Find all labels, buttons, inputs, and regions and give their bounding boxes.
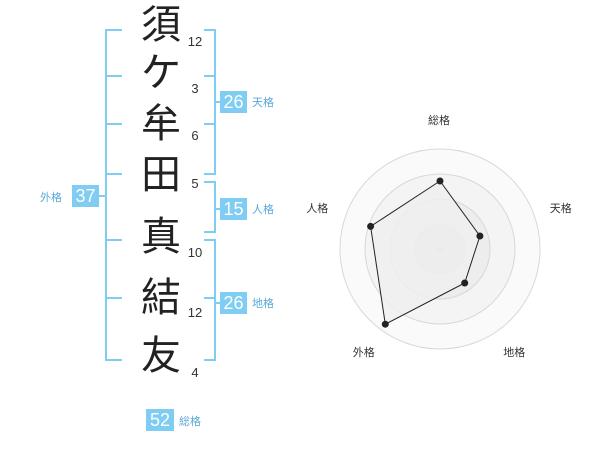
- soukaku-label: 総格: [179, 415, 201, 428]
- chikaku-bracket: [204, 239, 216, 361]
- radar-point: [367, 222, 375, 230]
- stroke-count: 3: [191, 81, 199, 96]
- tenkaku-value: 26: [220, 91, 247, 113]
- name-char: 田: [141, 152, 181, 198]
- soukaku-value: 52: [146, 409, 174, 431]
- stroke-count: 6: [191, 128, 199, 143]
- stroke-count: 12: [187, 34, 203, 49]
- jinkaku-value: 15: [220, 198, 247, 220]
- radar-axis-label: 外格: [352, 345, 375, 359]
- jinkaku-label: 人格: [252, 203, 274, 216]
- stroke-count: 5: [191, 176, 199, 191]
- chikaku-label: 地格: [252, 297, 274, 310]
- name-char: 真: [141, 214, 181, 260]
- jinkaku-bracket: [204, 181, 216, 233]
- stroke-count: 10: [187, 245, 203, 260]
- name-char: 須: [141, 2, 181, 48]
- stroke-count: 4: [191, 365, 199, 380]
- gaikaku-value: 37: [72, 185, 99, 207]
- radar-point: [476, 232, 484, 240]
- gaikaku-label: 外格: [40, 191, 62, 204]
- name-char: 友: [141, 333, 181, 379]
- radar-point: [436, 177, 444, 185]
- radar-axis-label: 天格: [549, 202, 572, 216]
- radar-axis-label: 人格: [306, 202, 329, 216]
- radar-polygon: [370, 180, 481, 325]
- tenkaku-label: 天格: [252, 96, 274, 109]
- chikaku-value: 26: [220, 292, 247, 314]
- name-char: ケ: [141, 50, 181, 96]
- name-char: 牟: [141, 101, 181, 147]
- stroke-count: 12: [187, 305, 203, 320]
- radar-point: [381, 320, 389, 328]
- radar-point: [461, 279, 469, 287]
- radar-axis-label: 総格: [428, 114, 450, 127]
- name-char: 結: [141, 275, 181, 321]
- radar-axis-label: 地格: [503, 345, 526, 359]
